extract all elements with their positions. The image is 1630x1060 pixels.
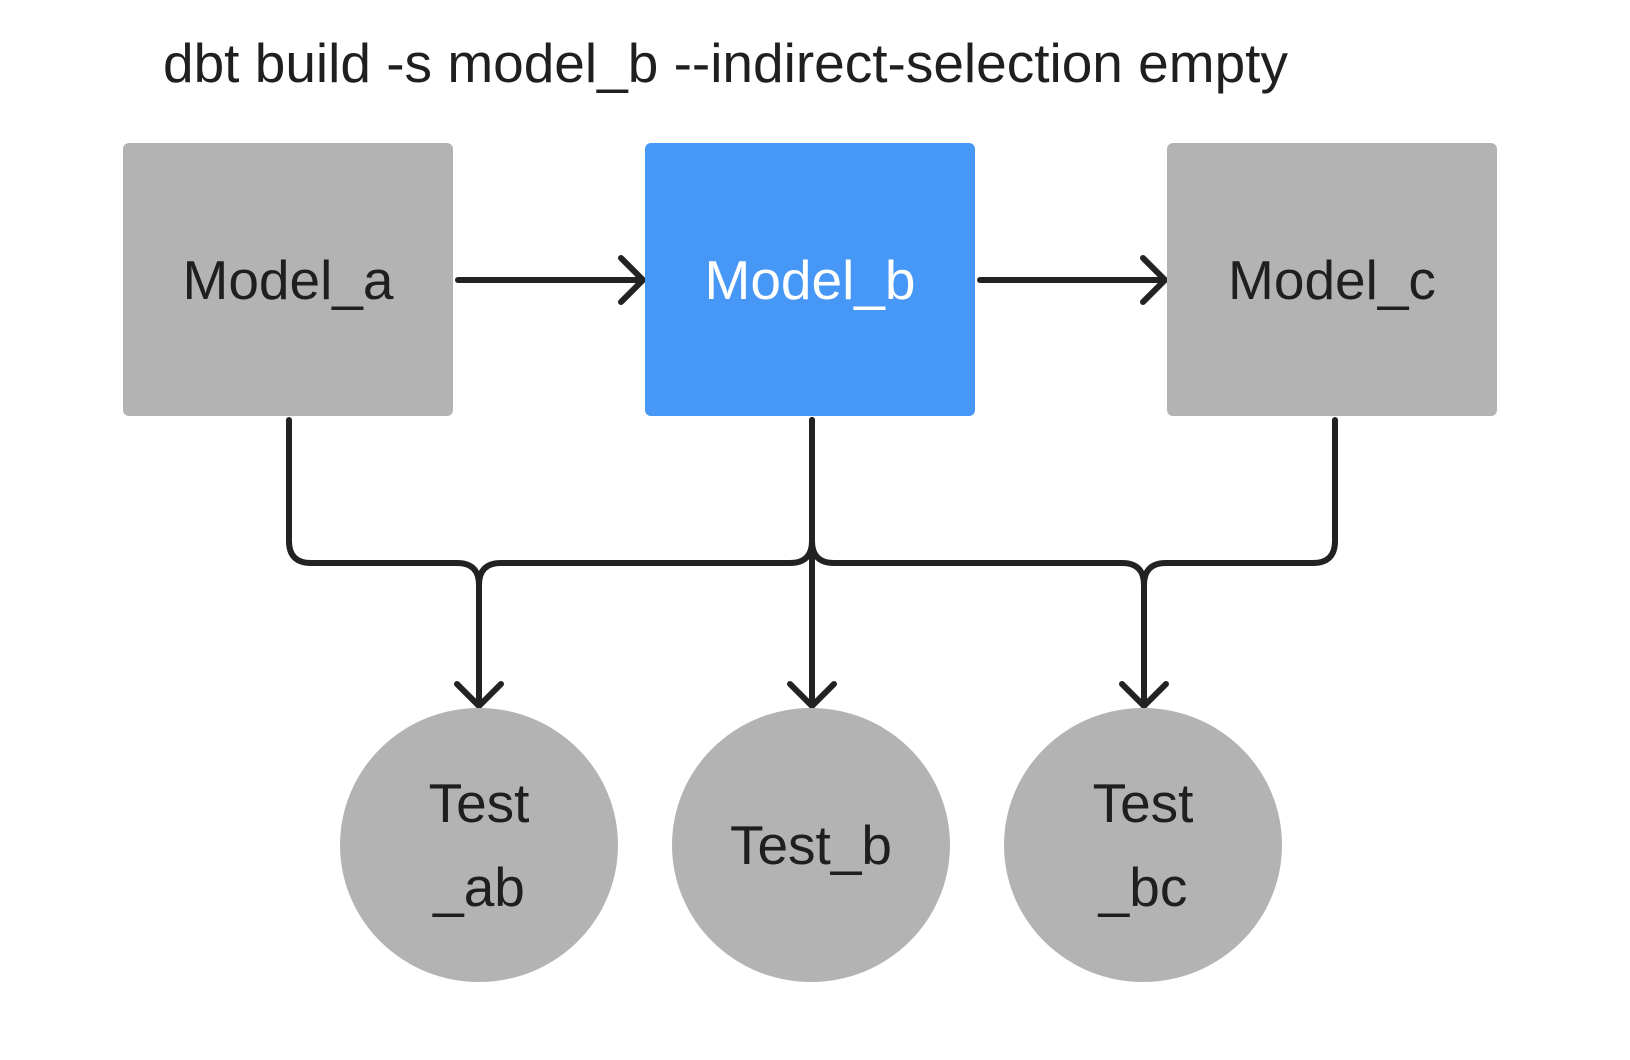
arrowhead-model-b (618, 255, 646, 305)
edge-model-a-to-test-ab (286, 417, 482, 709)
test-bc-label-line-2: _bc (1098, 856, 1188, 918)
test-bc-node[interactable]: Test _bc (1004, 708, 1282, 982)
arrowhead-test-bc (1119, 681, 1169, 709)
model-b-label: Model_b (704, 248, 916, 311)
edge-model-c-to-test-bc (1141, 417, 1338, 588)
arrowhead-model-c (1140, 255, 1168, 305)
test-ab-node[interactable]: Test _ab (340, 708, 618, 982)
diagram-title: dbt build -s model_b --indirect-selectio… (163, 32, 1288, 94)
test-b-node[interactable]: Test_b (672, 708, 950, 982)
test-b-label: Test_b (729, 814, 893, 876)
model-c-label: Model_c (1228, 248, 1436, 311)
test-ab-label-line-1: Test (428, 772, 530, 834)
model-a-label: Model_a (182, 248, 394, 311)
model-b-node[interactable]: Model_b (645, 143, 975, 416)
model-a-node[interactable]: Model_a (123, 143, 453, 416)
test-ab-label-line-2: _ab (433, 856, 525, 918)
edge-model-b-to-test-ab (476, 417, 815, 588)
model-c-node[interactable]: Model_c (1167, 143, 1497, 416)
arrowhead-test-b (787, 681, 837, 709)
edge-model-b-to-test-bc (809, 538, 1147, 709)
test-bc-label-line-1: Test (1092, 772, 1194, 834)
arrowhead-test-ab (454, 681, 504, 709)
